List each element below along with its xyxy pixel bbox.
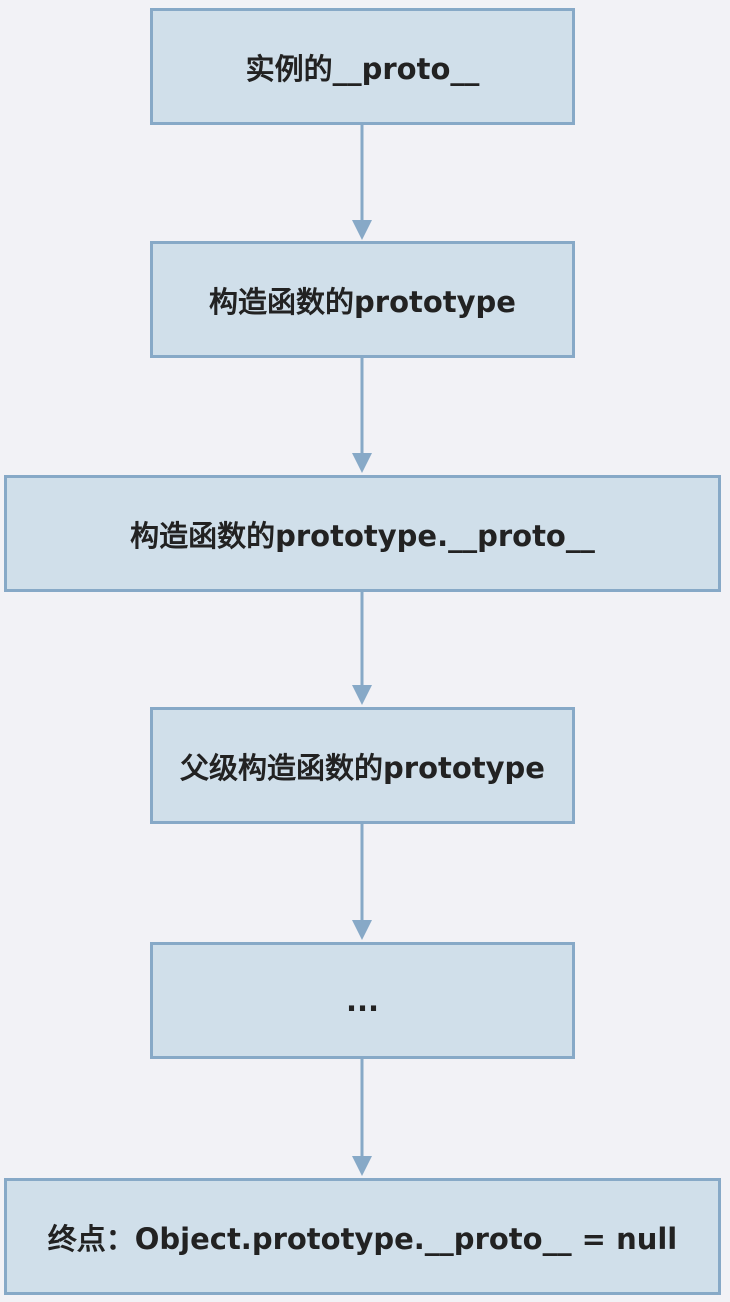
node-ctor-prototype-proto: 构造函数的prototype.__proto__	[4, 475, 721, 592]
arrow-4-to-5	[352, 823, 372, 940]
arrow-2-to-3	[352, 357, 372, 473]
node-instance-proto-label: 实例的__proto__	[245, 51, 480, 86]
node-ctor-prototype-label: 构造函数的prototype	[209, 284, 516, 319]
node-ellipsis-label: ...	[345, 983, 380, 1018]
node-end-label: 终点：Object.prototype.__proto__ = null	[47, 1221, 678, 1256]
arrow-1-to-2	[352, 124, 372, 240]
node-parent-ctor-prototype: 父级构造函数的prototype	[150, 707, 575, 824]
node-instance-proto: 实例的__proto__	[150, 8, 575, 125]
node-parent-ctor-prototype-label: 父级构造函数的prototype	[180, 750, 545, 785]
node-ctor-prototype: 构造函数的prototype	[150, 241, 575, 358]
node-ellipsis: ...	[150, 942, 575, 1059]
node-ctor-prototype-proto-label: 构造函数的prototype.__proto__	[130, 518, 595, 553]
arrow-5-to-6	[352, 1058, 372, 1176]
arrow-3-to-4	[352, 591, 372, 705]
node-end: 终点：Object.prototype.__proto__ = null	[4, 1178, 721, 1295]
